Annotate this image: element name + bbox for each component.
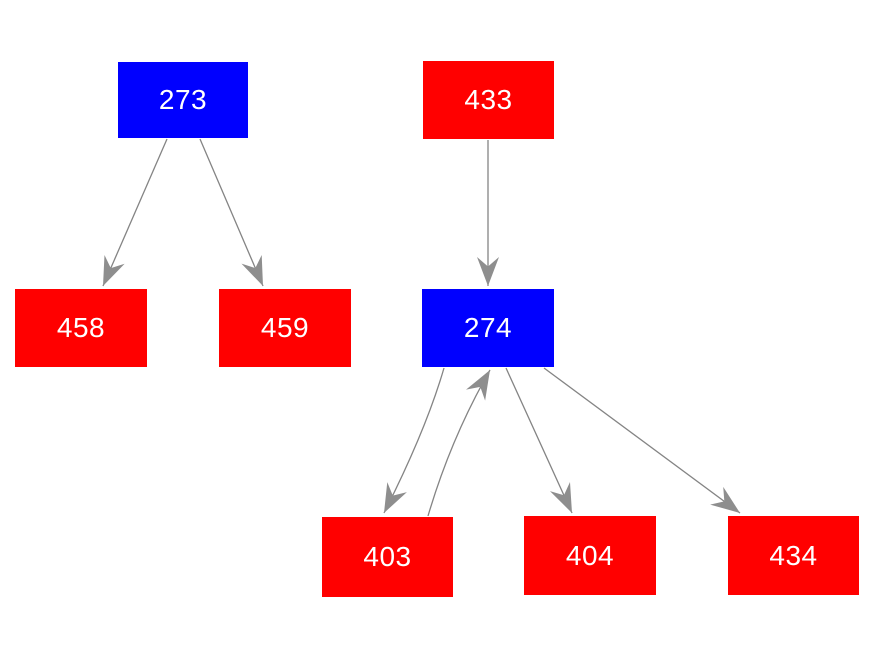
node-458: 458 (15, 289, 147, 367)
node-label: 434 (769, 539, 818, 571)
edge-403-274 (427, 369, 491, 517)
edge-274-403 (383, 367, 445, 514)
node-459: 459 (219, 289, 351, 367)
edge-274-404 (505, 367, 573, 514)
node-404: 404 (524, 516, 656, 595)
node-label: 273 (158, 84, 208, 115)
node-label: 403 (363, 541, 412, 572)
node-433: 433 (423, 61, 554, 139)
node-273: 273 (118, 62, 248, 138)
node-434: 434 (728, 516, 859, 595)
edge-273-459 (199, 138, 264, 287)
node-274: 274 (422, 289, 554, 367)
edges-group (102, 138, 741, 517)
node-label: 458 (56, 312, 106, 343)
node-403: 403 (322, 517, 453, 597)
node-label: 459 (260, 312, 310, 343)
edge-273-458 (102, 138, 168, 287)
node-label: 274 (463, 312, 513, 343)
node-label: 404 (565, 539, 615, 571)
node-label: 433 (464, 84, 513, 115)
edge-274-434 (543, 367, 741, 514)
